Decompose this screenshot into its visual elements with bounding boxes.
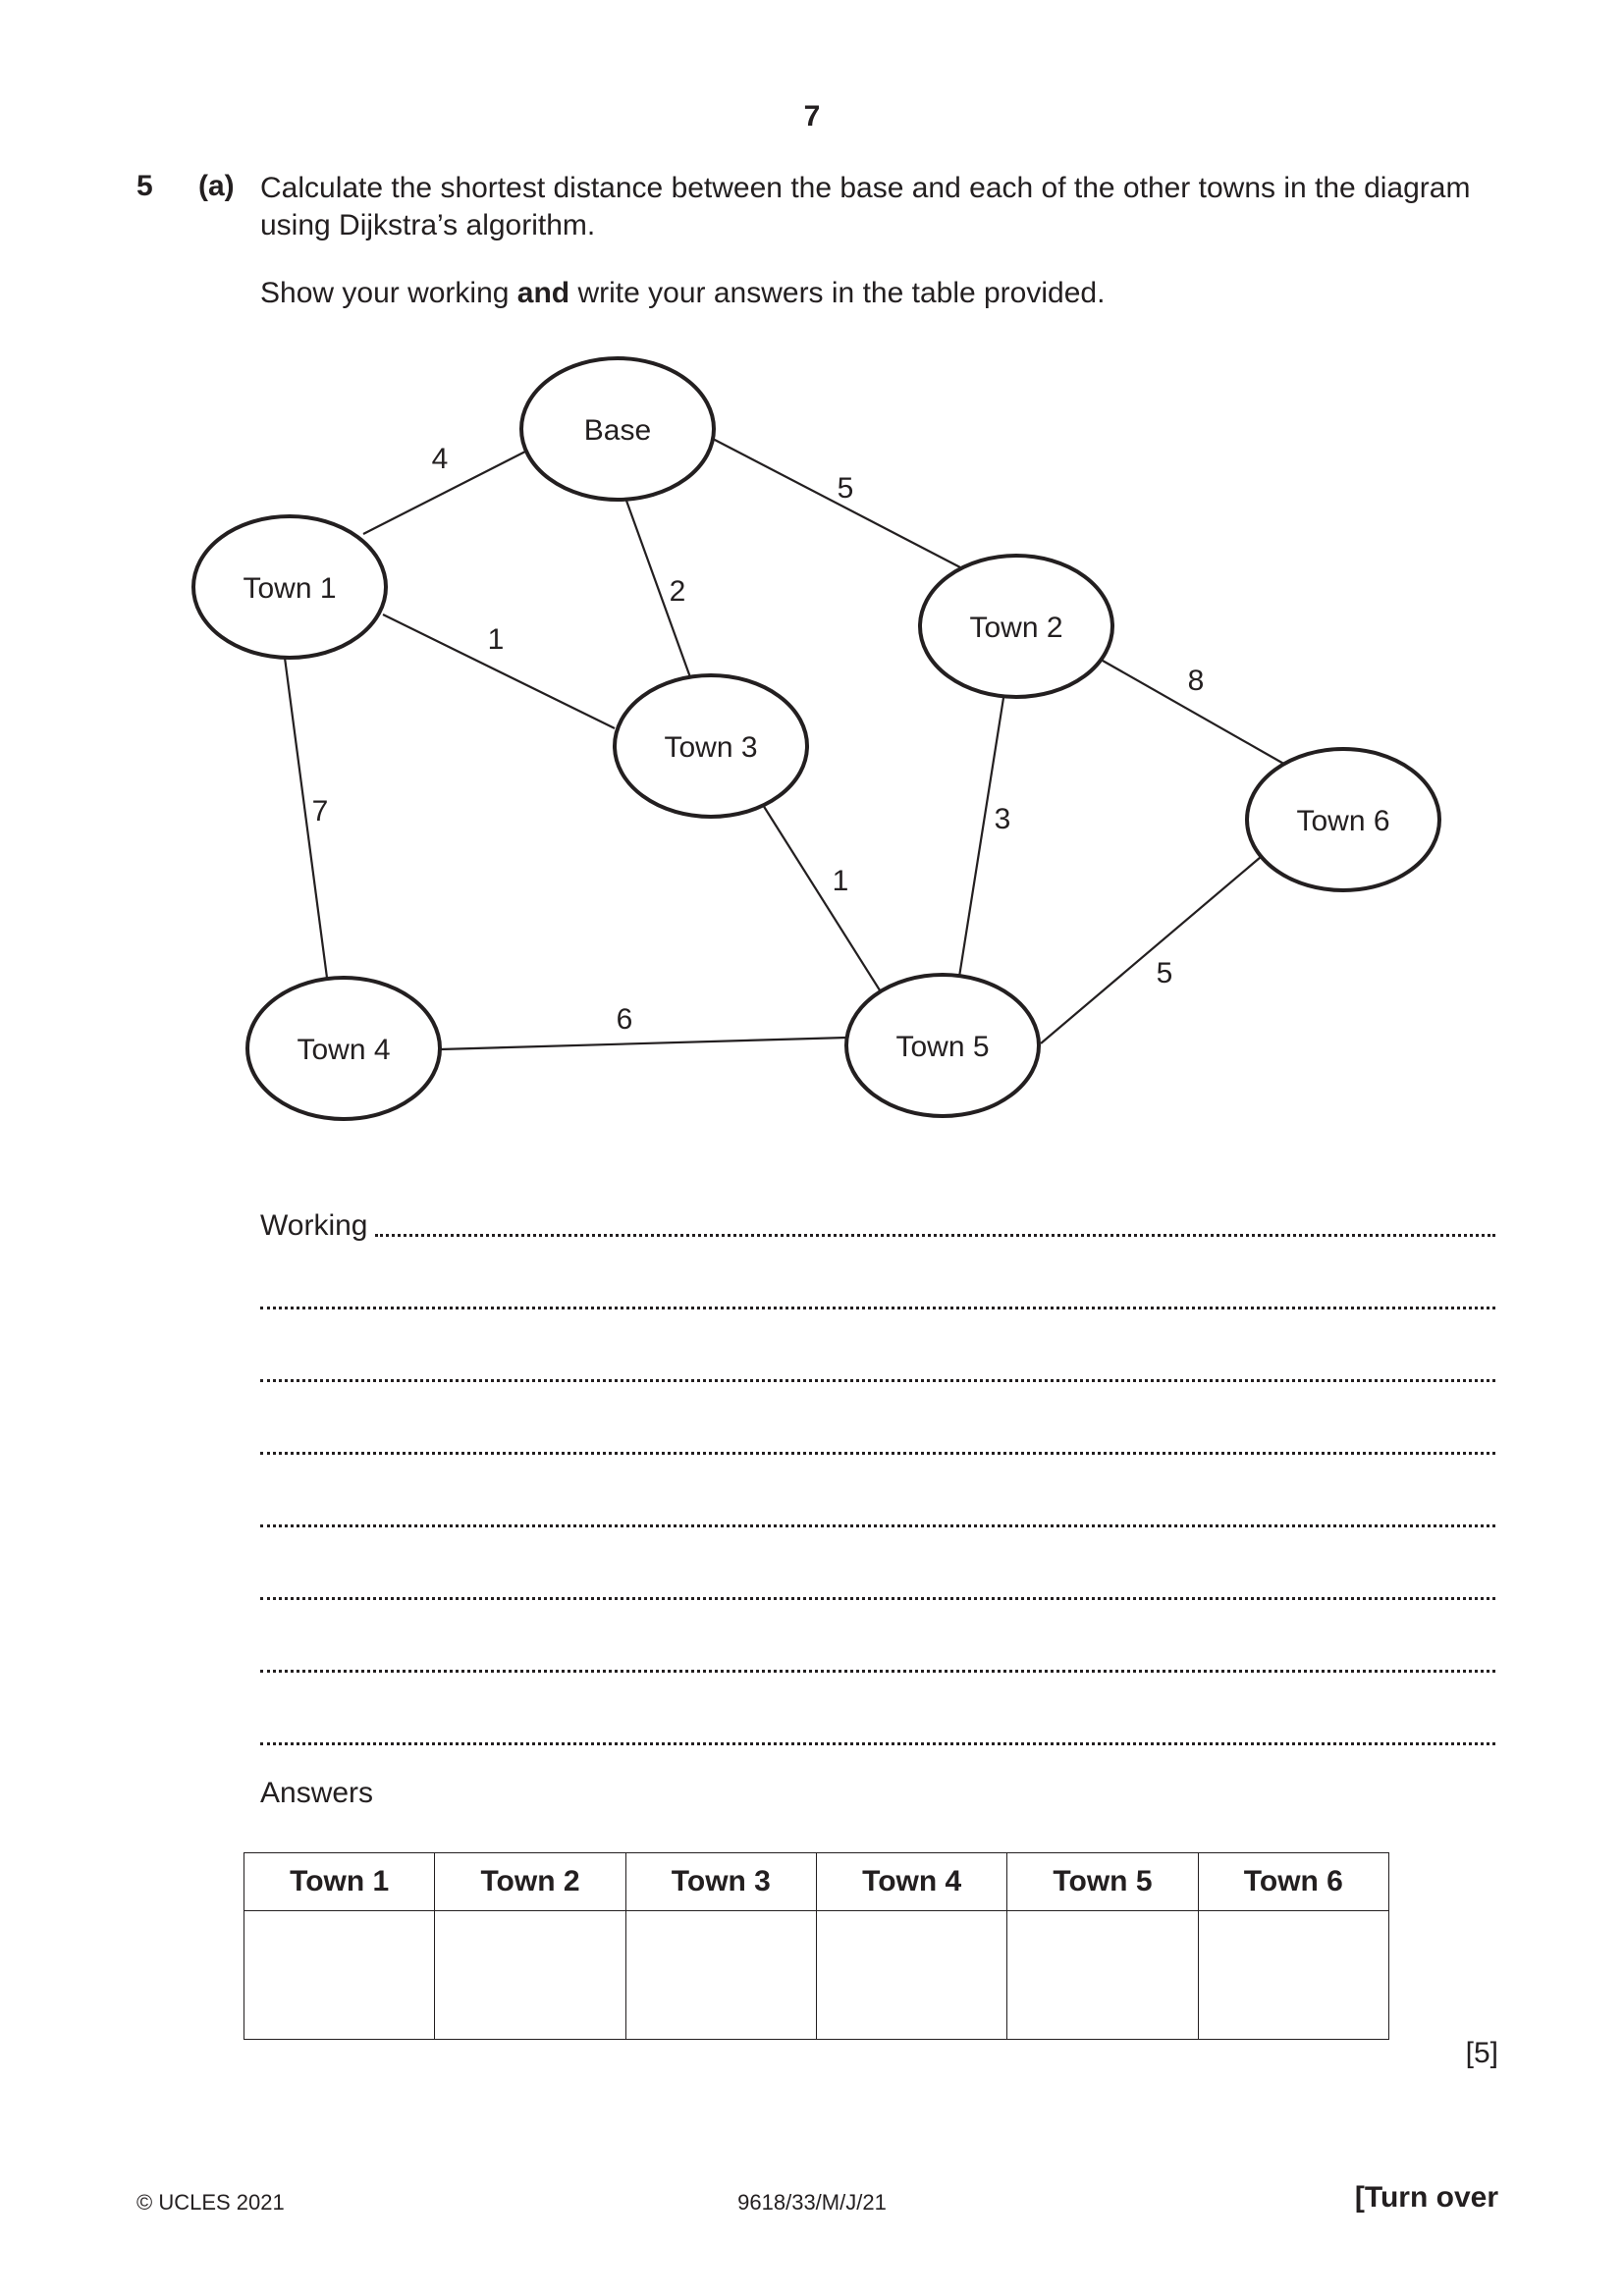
- node-label: Town 2: [969, 612, 1062, 644]
- footer-paper-code: 9618/33/M/J/21: [737, 2190, 887, 2215]
- weight-base-town2: 5: [838, 472, 854, 505]
- header-town-1: Town 1: [243, 1852, 436, 1911]
- edge-base-town1: [362, 451, 526, 535]
- header-town-5: Town 5: [1006, 1852, 1199, 1911]
- node-label: Town 3: [664, 731, 757, 764]
- answer-cell-town-1[interactable]: [243, 1910, 436, 2040]
- footer-copyright: © UCLES 2021: [136, 2190, 285, 2215]
- question-text: Calculate the shortest distance between …: [260, 172, 1471, 241]
- node-town-3: Town 3: [613, 673, 809, 819]
- node-town-1: Town 1: [191, 514, 388, 660]
- weight-base-town1: 4: [432, 443, 449, 475]
- weight-town1-town3: 1: [488, 623, 505, 656]
- instruction-bold: and: [516, 277, 570, 309]
- node-label: Town 4: [297, 1034, 390, 1066]
- instruction-start: Show your working: [260, 277, 517, 309]
- page-number: 7: [803, 100, 821, 133]
- node-label: Town 1: [243, 572, 336, 605]
- edge-town2-town5: [957, 697, 1005, 978]
- edge-town5-town6: [1040, 856, 1262, 1044]
- header-town-6: Town 6: [1197, 1852, 1390, 1911]
- question-part: (a): [198, 170, 235, 202]
- edge-town1-town4: [283, 657, 329, 979]
- answer-cell-town-3[interactable]: [624, 1910, 817, 2040]
- question-number: 5: [136, 170, 153, 202]
- answer-cell-town-4[interactable]: [815, 1910, 1008, 2040]
- working-line[interactable]: [260, 1498, 1495, 1533]
- edge-town2-town6: [1102, 660, 1288, 767]
- answers-table: Town 1 Town 2 Town 3 Town 4 Town 5 Town …: [243, 1852, 1390, 2040]
- weight-town4-town5: 6: [617, 1003, 633, 1036]
- header-town-4: Town 4: [815, 1852, 1008, 1911]
- weight-town5-town6: 5: [1157, 957, 1173, 989]
- node-label: Town 5: [895, 1031, 989, 1063]
- working-line[interactable]: [260, 1643, 1495, 1679]
- answer-cell-town-5[interactable]: [1006, 1910, 1199, 2040]
- answers-header-row: Town 1 Town 2 Town 3 Town 4 Town 5 Town …: [243, 1852, 1390, 1911]
- weight-town2-town5: 3: [995, 803, 1011, 835]
- dotted-line: [260, 1597, 1495, 1600]
- network-diagram: Base Town 1 Town 2 Town 3 Town 4 Town 5 …: [191, 356, 1441, 1121]
- weight-base-town3: 2: [670, 575, 686, 608]
- node-town-5: Town 5: [844, 973, 1041, 1118]
- header-town-3: Town 3: [624, 1852, 817, 1911]
- dotted-line: [260, 1742, 1495, 1745]
- footer-turn-over: [Turn over: [1354, 2181, 1498, 2214]
- working-label: Working: [260, 1209, 368, 1242]
- node-town-4: Town 4: [245, 976, 442, 1121]
- edge-town1-town3: [382, 614, 616, 729]
- working-line[interactable]: [260, 1353, 1495, 1388]
- node-label: Base: [584, 414, 651, 447]
- dotted-line: [260, 1452, 1495, 1455]
- answers-label: Answers: [260, 1777, 374, 1809]
- weight-town2-town6: 8: [1188, 665, 1205, 697]
- answer-cell-town-2[interactable]: [434, 1910, 626, 2040]
- working-line[interactable]: [260, 1425, 1495, 1461]
- edge-town3-town5: [762, 804, 883, 994]
- dotted-line: [260, 1307, 1495, 1309]
- edge-base-town2: [710, 437, 961, 568]
- node-town-6: Town 6: [1245, 747, 1441, 892]
- answer-cell-town-6[interactable]: [1197, 1910, 1390, 2040]
- node-town-2: Town 2: [918, 554, 1114, 699]
- working-line[interactable]: [260, 1571, 1495, 1606]
- edge-base-town3: [624, 500, 692, 678]
- weight-town1-town4: 7: [312, 795, 329, 828]
- dotted-line: [260, 1670, 1495, 1673]
- header-town-2: Town 2: [434, 1852, 626, 1911]
- node-base: Base: [519, 356, 716, 502]
- dotted-line: [375, 1234, 1495, 1237]
- working-line[interactable]: [260, 1716, 1495, 1751]
- edge-town4-town5: [439, 1036, 847, 1051]
- dotted-line: [260, 1379, 1495, 1382]
- weight-town3-town5: 1: [833, 865, 849, 897]
- working-line[interactable]: Working: [260, 1207, 1495, 1243]
- marks-indicator: [5]: [1465, 2037, 1498, 2069]
- question-instruction: Show your working and write your answers…: [260, 277, 1105, 310]
- node-label: Town 6: [1296, 805, 1389, 837]
- answers-input-row: [243, 1910, 1390, 2040]
- instruction-end: write your answers in the table provided…: [569, 277, 1106, 309]
- working-line[interactable]: [260, 1280, 1495, 1315]
- dotted-line: [260, 1524, 1495, 1527]
